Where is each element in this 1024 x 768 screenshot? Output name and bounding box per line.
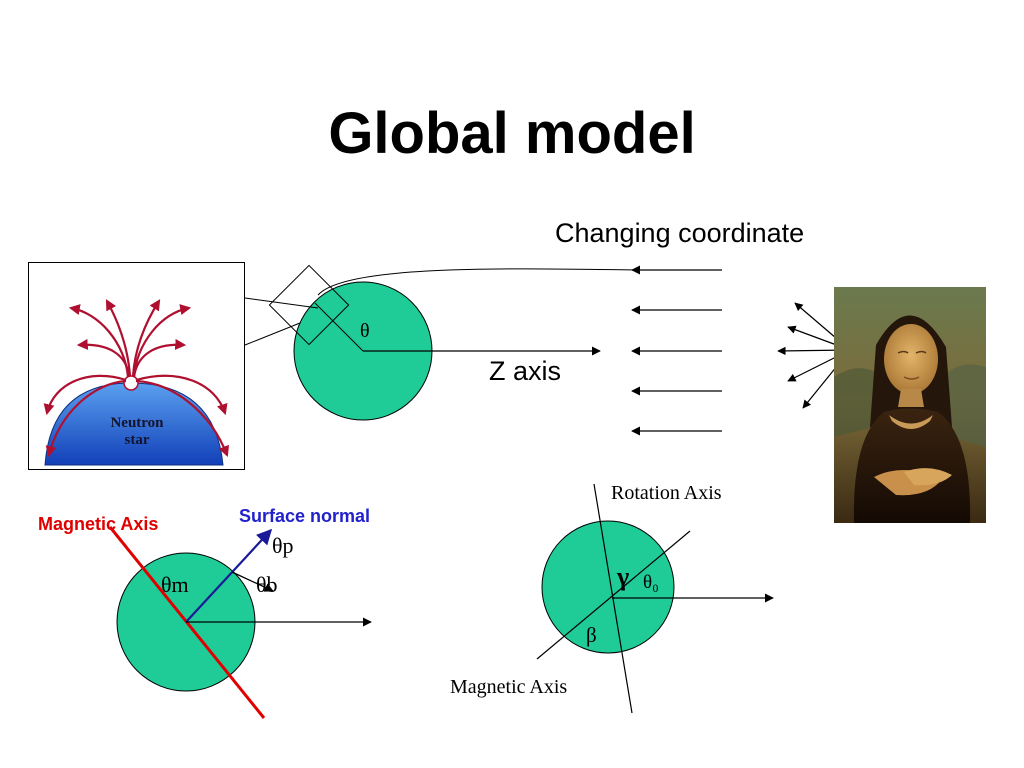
- z-axis-label: Z axis: [489, 356, 562, 386]
- changing-coordinate-label: Changing coordinate: [555, 218, 805, 248]
- neutron-star-illustration: [43, 299, 230, 466]
- zoom-box: [268, 264, 350, 346]
- theta-m-label: θm: [161, 572, 189, 597]
- magnetic-axis-label-left: Magnetic Axis: [38, 514, 159, 534]
- gamma-label: γ: [617, 562, 630, 591]
- theta-label: θ: [360, 320, 370, 342]
- right-sphere: [541, 520, 675, 654]
- zoom-line-top: [244, 297, 319, 309]
- magnetic-pole: [123, 375, 139, 391]
- surface-normal-label: Surface normal: [239, 506, 371, 526]
- rotation-axis-label: Rotation Axis: [611, 482, 722, 504]
- surface-normal-arrow: [185, 528, 273, 623]
- neutron-star-label: Neutron star: [110, 415, 164, 448]
- theta-radius: [314, 302, 364, 352]
- mona-lisa-portrait: [834, 287, 986, 523]
- theta-p-label: θp: [272, 533, 294, 558]
- magnetic-axis-label-right: Magnetic Axis: [450, 676, 568, 698]
- slide-title: Global model: [328, 101, 696, 166]
- neutron-star-inset: Neutron star: [28, 262, 245, 470]
- theta-zero-label: θ₀: [643, 572, 659, 593]
- field-lines: [43, 299, 230, 458]
- theta-b-arrow: [231, 571, 274, 592]
- magnetic-axis-line-right: [536, 530, 691, 660]
- coordinate-curve: [317, 268, 641, 296]
- beta-label: β: [586, 623, 597, 647]
- theta-b-label: θb: [256, 572, 278, 597]
- zoom-line-bottom: [244, 322, 301, 346]
